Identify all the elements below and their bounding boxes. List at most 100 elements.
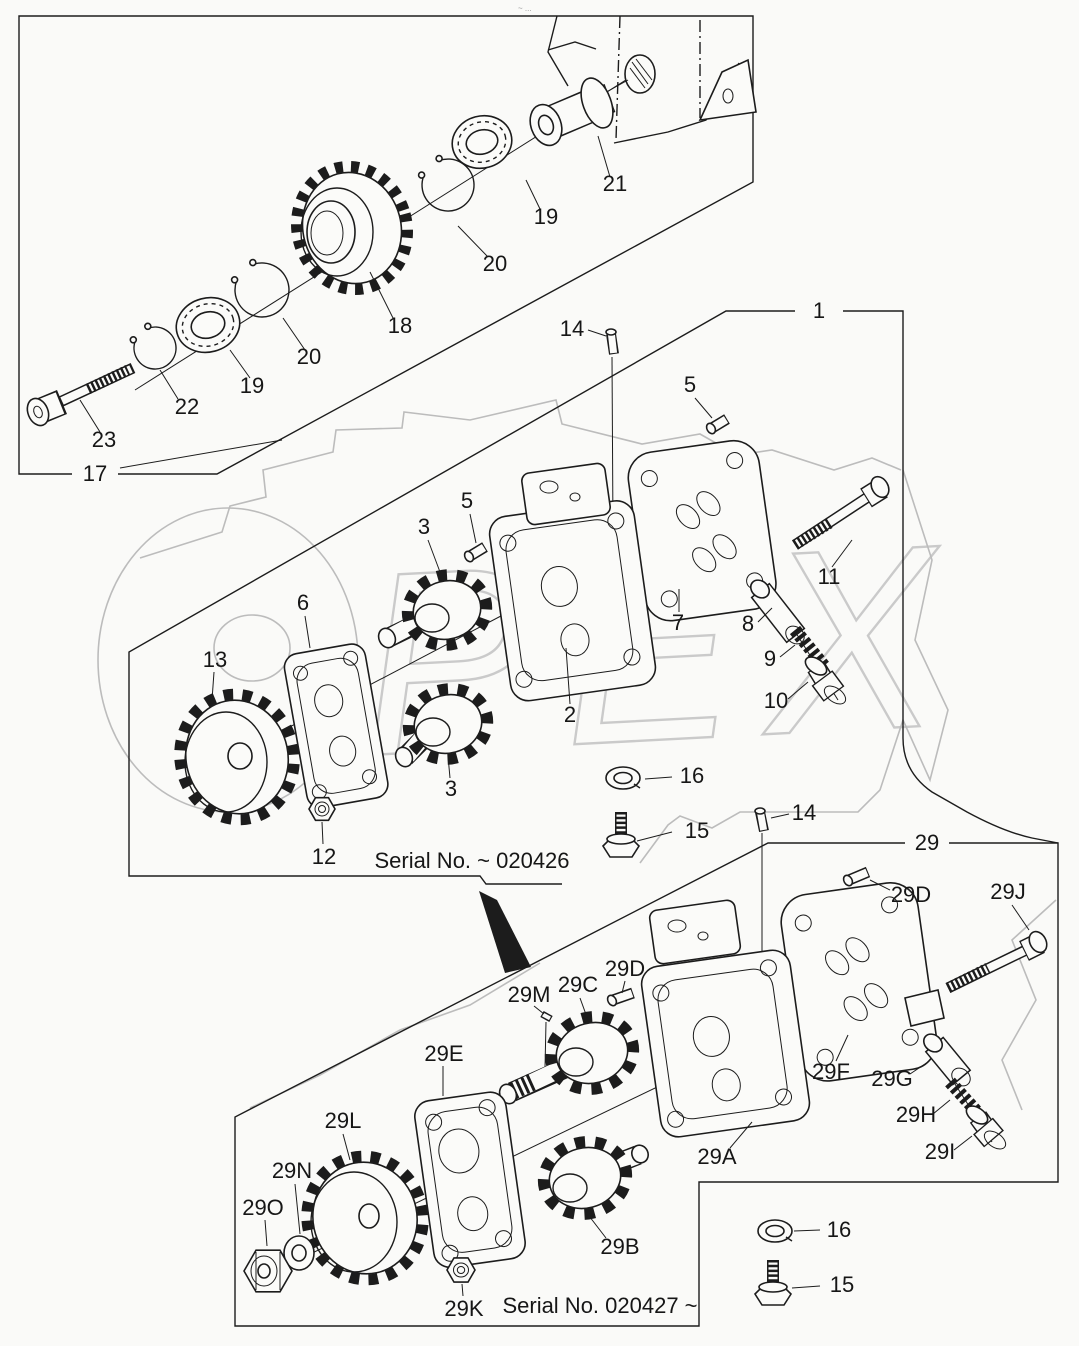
pump-body-29A [640, 899, 811, 1138]
drive-gear-29L [301, 1150, 429, 1286]
callout-16-middle: 16 [680, 763, 704, 788]
pin-29D-left [606, 987, 635, 1007]
pin-29D-right [842, 866, 871, 887]
washer-16-middle [605, 766, 641, 790]
callout-22: 22 [175, 394, 199, 419]
callout-29D-left: 29D [605, 956, 645, 981]
callout-29M: 29M [508, 982, 551, 1007]
callout-14-top: 14 [560, 316, 584, 341]
cover-6 [283, 643, 389, 809]
top-assembly-box: 23 22 19 20 18 20 19 21 17 [18, 15, 757, 486]
callout-29G: 29G [871, 1066, 913, 1091]
leader-17 [119, 439, 283, 469]
valve-29G [922, 1033, 972, 1087]
callout-15-bottom: 15 [830, 1272, 854, 1297]
nut-29O [243, 1249, 293, 1293]
rear-cover-29F [780, 881, 945, 1082]
serial-note-020427: Serial No. 020427 ~ [502, 1293, 697, 1318]
engine-block-fragment [547, 15, 757, 144]
top-box-border [18, 15, 754, 475]
gear-18 [291, 160, 413, 296]
plug-29I [965, 1105, 1007, 1150]
callout-21: 21 [603, 171, 627, 196]
callout-6: 6 [297, 590, 309, 615]
snap-ring-20-left [230, 258, 290, 318]
snap-ring-20-right [417, 154, 475, 212]
callout-29A: 29A [697, 1144, 736, 1169]
gear-29B [537, 1136, 649, 1220]
bolt-15-middle [601, 812, 641, 858]
callout-11: 11 [818, 564, 841, 589]
callout-13: 13 [203, 647, 227, 672]
bearing-19-left [175, 296, 241, 354]
pin-14-lower [754, 807, 769, 833]
callout-23: 23 [92, 427, 116, 452]
bottom-box-border [234, 842, 1059, 1327]
gear-3-lower [394, 683, 494, 768]
middle-border-left [128, 310, 795, 885]
pump-body-2 [488, 462, 657, 702]
group-label-17: 17 [83, 461, 107, 486]
top-box-callouts: 23 22 19 20 18 20 19 21 17 [79, 135, 627, 486]
watermark-o-inner [213, 614, 291, 682]
page-corner-mark: ~ ... [518, 4, 532, 13]
callout-2: 2 [564, 702, 576, 727]
middle-border-right [843, 310, 1059, 844]
callout-29B: 29B [600, 1234, 639, 1259]
bolt-23 [26, 363, 136, 427]
bolt-29J [945, 930, 1048, 993]
callout-18: 18 [388, 313, 412, 338]
gear-3-upper [377, 569, 493, 651]
bearing-19-right [451, 114, 513, 170]
callout-8: 8 [742, 611, 754, 636]
callout-20-left: 20 [297, 344, 321, 369]
washer-16-bottom [757, 1219, 793, 1243]
plug-10 [804, 656, 847, 705]
callout-5-upper: 5 [684, 372, 696, 397]
callout-15-middle: 15 [685, 818, 709, 843]
callout-3-upper: 3 [418, 514, 430, 539]
callout-29F: 29F [812, 1059, 850, 1084]
callout-12: 12 [312, 844, 336, 869]
middle-assembly-group: 1 [128, 298, 1059, 977]
bottom-assembly-box: 29 [234, 830, 1059, 1327]
pin-5-upper [705, 414, 730, 435]
snap-ring-22 [129, 322, 177, 370]
callout-16-bottom: 16 [827, 1217, 851, 1242]
bolt-15-bottom [753, 1260, 793, 1306]
callout-7: 7 [672, 610, 684, 635]
washer-29N [283, 1235, 315, 1271]
callout-10: 10 [764, 688, 788, 713]
gear-shaft-29C [498, 1011, 640, 1105]
callout-29E: 29E [424, 1041, 463, 1066]
section-arrow [479, 891, 531, 973]
nut-29K [446, 1257, 476, 1283]
callout-19-right: 19 [534, 204, 558, 229]
group-label-1: 1 [813, 298, 825, 323]
pin-14-top [605, 328, 619, 355]
callout-19-left: 19 [240, 373, 264, 398]
callout-20-right: 20 [483, 251, 507, 276]
bolt-11 [791, 475, 890, 550]
callout-29J: 29J [990, 879, 1025, 904]
serial-note-020426: Serial No. ~ 020426 [374, 848, 569, 873]
callout-29D-right: 29D [891, 882, 931, 907]
callout-29K: 29K [444, 1296, 483, 1321]
bottom-callouts: 29M 29C 29D 29E 29L 29N 29O 29K 29B 29A … [242, 879, 1030, 1321]
cover-29E [414, 1091, 526, 1269]
callout-29H: 29H [896, 1102, 936, 1127]
nut-12 [308, 796, 336, 822]
callout-14-lower: 14 [792, 800, 816, 825]
callout-3-lower: 3 [445, 776, 457, 801]
middle-callouts: 14 5 5 3 3 6 13 12 2 7 8 9 10 1 [203, 316, 853, 873]
drive-gear-13 [174, 688, 300, 826]
callout-29I: 29I [925, 1139, 956, 1164]
callout-29N: 29N [272, 1158, 312, 1183]
callout-29L: 29L [325, 1108, 362, 1133]
callout-5-lower: 5 [461, 488, 473, 513]
key-29M [540, 1010, 553, 1023]
callout-9: 9 [764, 646, 776, 671]
valve-8 [749, 579, 806, 645]
